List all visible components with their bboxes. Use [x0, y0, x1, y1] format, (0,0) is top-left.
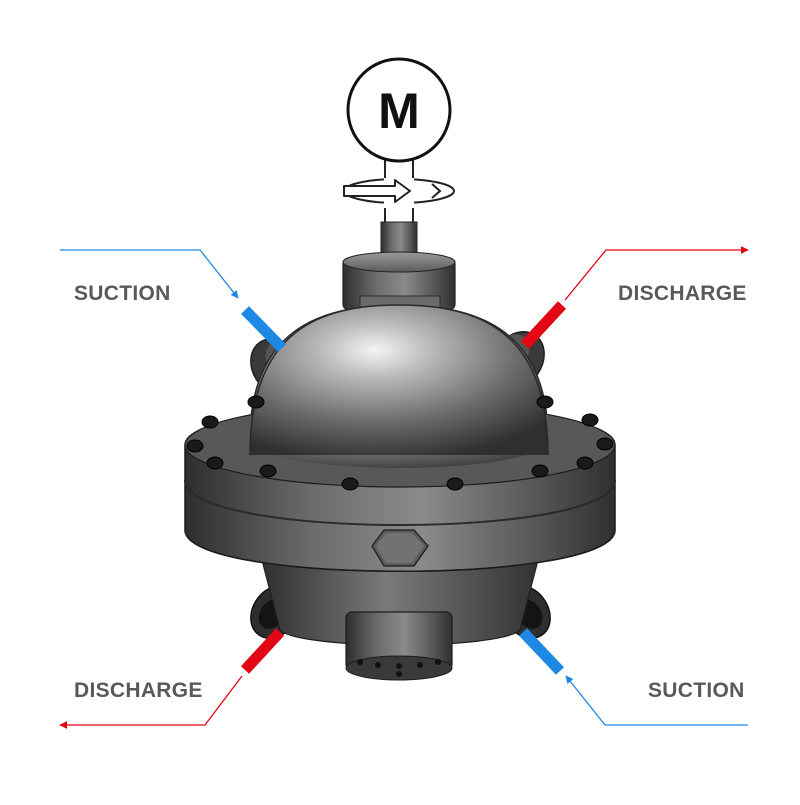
- discharge-flow-line-top-right: [564, 246, 749, 301]
- suction-flow-line-bottom-right: [565, 675, 748, 726]
- motor-symbol: [343, 57, 455, 224]
- suction-label-top-left: SUCTION: [74, 282, 171, 305]
- suction-flow-line-top-left: [60, 249, 239, 299]
- suction-pipe-top-left: [241, 306, 286, 352]
- rotation-arrow-icon: [343, 178, 455, 208]
- suction-pipe-bottom-right: [519, 628, 564, 675]
- discharge-label-bottom-left: DISCHARGE: [74, 679, 203, 702]
- discharge-pipe-bottom-left: [240, 628, 285, 674]
- discharge-pipe-top-right: [520, 301, 567, 349]
- hex-drain-plug: [371, 529, 429, 567]
- flange-bolts: [186, 395, 614, 491]
- bottom-port-bolts: [357, 659, 441, 677]
- discharge-flow-line-bottom-left: [59, 675, 243, 729]
- motor-letter: M: [378, 82, 420, 139]
- discharge-label-top-right: DISCHARGE: [618, 282, 747, 305]
- main-flange: [184, 304, 616, 572]
- suction-label-bottom-right: SUCTION: [648, 679, 745, 702]
